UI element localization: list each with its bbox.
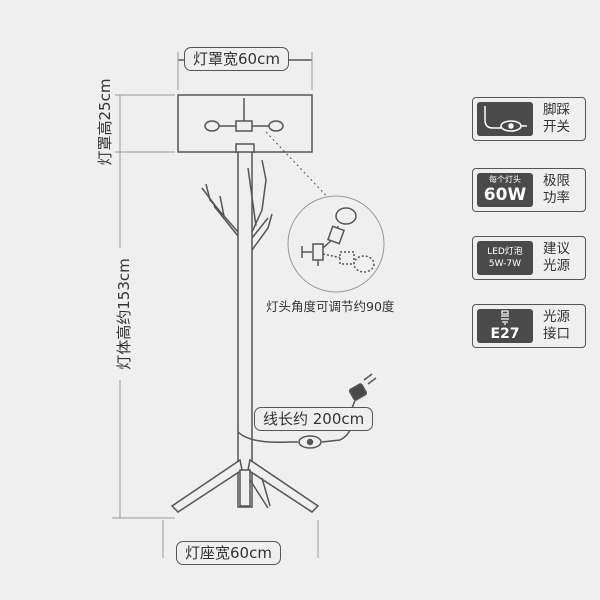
spec-foot-switch: 脚踩 开关 [472,97,586,141]
spec-text-line2: 开关 [543,119,570,135]
base-width-label: 灯座宽60cm [176,541,281,565]
e27-socket-icon: E27 [477,309,533,343]
bulb-base-icon [501,310,509,325]
shade-width-label: 灯罩宽60cm [184,47,289,71]
body-height-label: 灯体高约153cm [114,248,134,380]
head-angle-label: 灯头角度可调节约90度 [266,299,395,314]
lamp-head-detail [287,195,385,293]
detail-pointer [265,131,337,207]
wattage-caption: 每个灯头 [489,175,521,184]
spec-text-line1: 建议 [543,241,570,257]
spec-text-line2: 功率 [543,190,570,206]
spec-text-line1: 光源 [543,309,570,325]
socket-value: E27 [490,326,520,342]
spec-text-line1: 脚踩 [543,102,570,118]
spec-led: LED灯泡 5W-7W 建议 光源 [472,236,586,280]
spec-socket: E27 光源 接口 [472,304,586,348]
led-icon: LED灯泡 5W-7W [477,241,533,275]
wattage-value: 60W [483,185,527,205]
tripod-base [170,458,320,513]
cord-length-label: 线长约 200cm [254,407,374,431]
foot-switch-icon [477,102,533,136]
lamp-shade [177,94,313,153]
wattage-icon: 每个灯头 60W [477,173,533,207]
base-width-dimension [162,520,319,558]
spec-text-line2: 接口 [543,326,570,342]
spec-wattage: 每个灯头 60W 极限 功率 [472,168,586,212]
lamp-pole [235,143,255,508]
shade-height-label: 灯罩高25cm [95,73,115,171]
spec-text-line1: 极限 [543,173,570,189]
led-value: 5W-7W [488,259,522,269]
spec-text-line2: 光源 [543,258,570,274]
lamp-branches [201,159,273,251]
led-caption: LED灯泡 [487,247,523,257]
